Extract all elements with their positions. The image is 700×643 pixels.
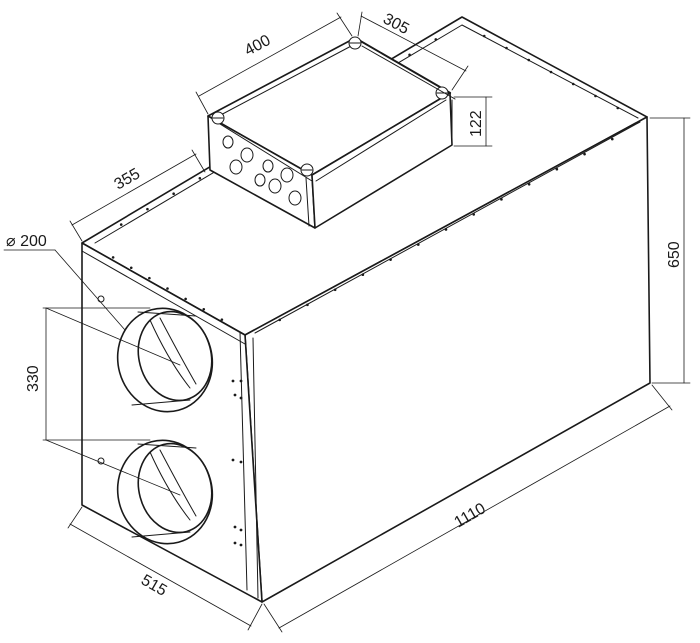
screw-dot	[416, 243, 420, 246]
screw-dot	[444, 228, 448, 231]
duct-upper	[116, 307, 214, 413]
screw-dot	[389, 258, 392, 261]
screw-dot	[571, 82, 575, 86]
screw-dot	[333, 288, 337, 292]
dim-duct-diameter: ⌀ 200	[6, 233, 47, 250]
screw-dot	[129, 266, 133, 270]
dim-duct-spacing: 330	[25, 365, 42, 392]
screw-dot	[111, 256, 115, 259]
dim-unit-height: 650	[666, 241, 683, 268]
screw-dot	[184, 297, 187, 301]
screw-dot	[549, 70, 553, 74]
dim-top-box-offset: 355	[112, 165, 144, 193]
screw-dot	[555, 167, 559, 171]
screw-dot	[527, 182, 531, 186]
screw-dot	[500, 198, 503, 201]
screw-dot	[594, 94, 597, 98]
screw-dot	[361, 273, 365, 277]
screw-dot	[202, 307, 206, 311]
screw-dot	[527, 58, 531, 62]
dim-top-box-length: 400	[242, 32, 274, 60]
screw-dot	[583, 152, 586, 156]
screw-dot	[198, 176, 202, 180]
screw-dot	[434, 38, 438, 41]
screw-dot	[408, 53, 411, 57]
screw-dot	[505, 46, 508, 50]
screw-dot	[482, 34, 486, 38]
screw-dot	[616, 106, 620, 110]
screw-dot	[146, 207, 149, 211]
screw-dot	[166, 287, 169, 290]
dim-unit-width: 515	[138, 572, 170, 600]
screw-dot	[278, 318, 282, 322]
screw-dot	[220, 318, 224, 321]
screw-dot	[172, 192, 175, 196]
control-box	[207, 36, 456, 229]
screw-dot	[472, 213, 476, 216]
screw-dot	[119, 223, 123, 226]
screw-dot	[610, 137, 614, 141]
duct-lower	[116, 439, 214, 545]
dim-unit-length: 1110	[452, 500, 489, 531]
screw-dot	[148, 276, 151, 280]
screw-dot	[306, 303, 309, 307]
dim-top-box-height: 122	[468, 110, 485, 137]
dimension-lines	[3, 11, 691, 633]
